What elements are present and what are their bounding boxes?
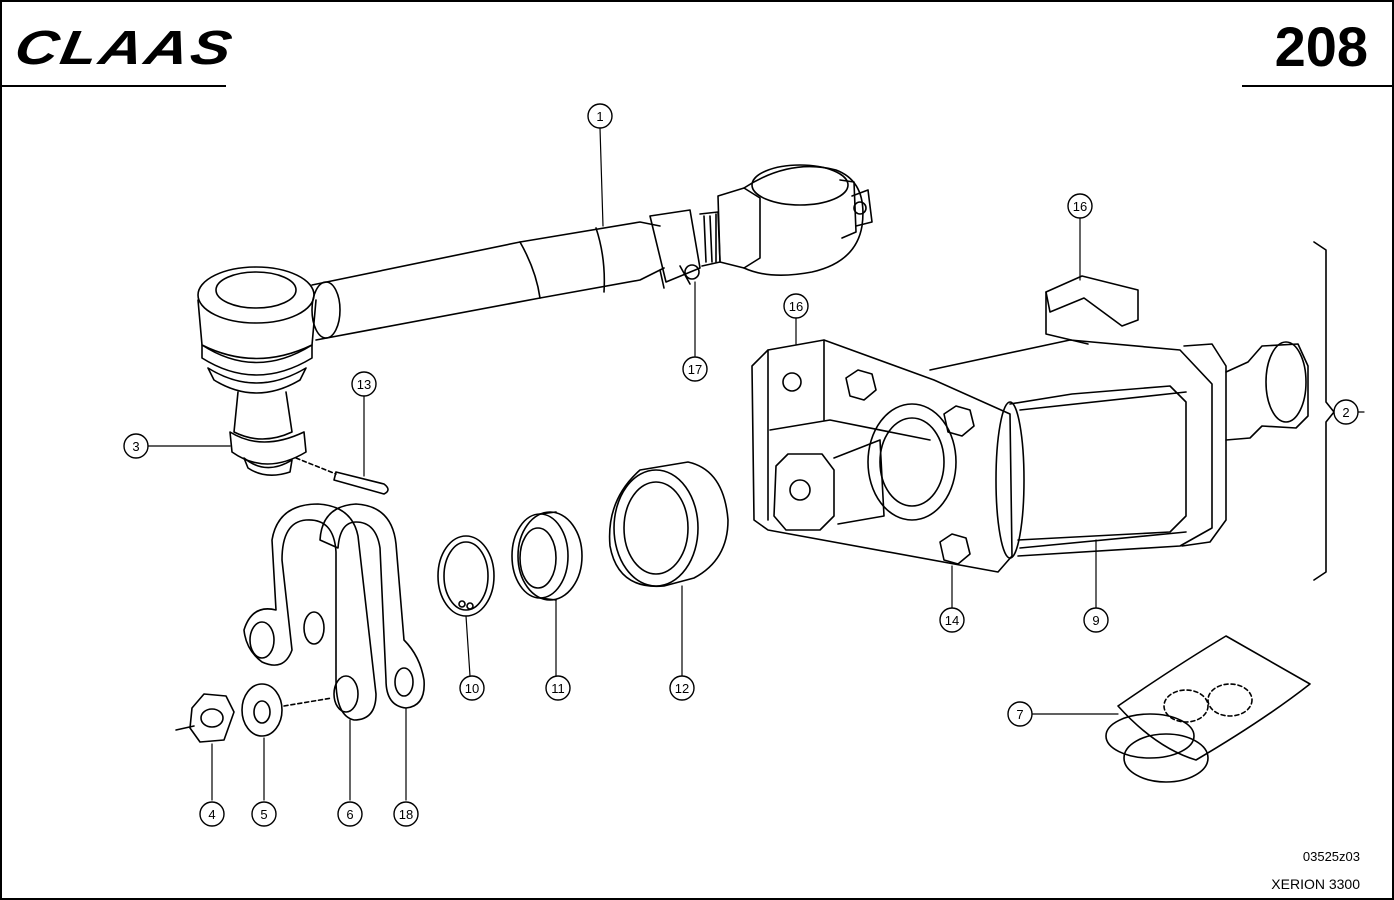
callout-1: 1 [587, 103, 613, 129]
svg-text:11: 11 [551, 681, 565, 696]
page-number: 208 [1274, 15, 1368, 78]
link-assembly-drawing [175, 503, 425, 801]
callout-9: 9 [1083, 607, 1109, 633]
assembly-brace [1313, 241, 1335, 581]
bolt-heads [845, 369, 975, 565]
callout-layer: 1 2 3 4 5 6 7 9 10 11 12 13 14 16 16 17 … [123, 103, 1359, 827]
cylinder-drawing [751, 217, 1335, 609]
drawing-code: 03525z03 [1302, 849, 1360, 864]
svg-text:2: 2 [1342, 405, 1349, 420]
bushing [608, 461, 729, 588]
castle-nut [229, 431, 307, 465]
front-bracket [751, 339, 1013, 573]
svg-text:9: 9 [1092, 613, 1099, 628]
svg-text:5: 5 [260, 807, 267, 822]
bearing-set-drawing [437, 461, 729, 677]
model-name: XERION 3300 [1271, 876, 1360, 892]
svg-text:4: 4 [208, 807, 215, 822]
callout-12: 12 [669, 675, 695, 701]
link-plate [243, 503, 377, 721]
callout-6: 6 [337, 801, 363, 827]
callout-17: 17 [682, 356, 708, 382]
ball-joint-top [197, 266, 315, 324]
callout-14: 14 [939, 607, 965, 633]
svg-text:16: 16 [789, 299, 803, 314]
split-pin-drawing [295, 395, 389, 495]
seal-kit-drawing [147, 411, 1365, 783]
clamp [649, 209, 701, 283]
callout-7: 7 [1007, 701, 1033, 727]
svg-text:3: 3 [132, 439, 139, 454]
callout-13: 13 [351, 371, 377, 397]
callout-10: 10 [459, 675, 485, 701]
svg-text:17: 17 [688, 362, 702, 377]
svg-text:16: 16 [1073, 199, 1087, 214]
callout-11: 11 [545, 675, 571, 701]
washer [241, 683, 283, 737]
svg-text:18: 18 [399, 807, 413, 822]
callout-2: 2 [1333, 399, 1359, 425]
hex-nut [189, 693, 235, 743]
tie-rod-drawing [197, 127, 873, 476]
svg-text:1: 1 [596, 109, 603, 124]
svg-text:6: 6 [346, 807, 353, 822]
leader-1 [599, 127, 604, 227]
rear-bracket [1045, 275, 1139, 327]
svg-text:14: 14 [945, 613, 959, 628]
callout-3: 3 [123, 433, 149, 459]
svg-text:7: 7 [1016, 707, 1023, 722]
link-plate-18 [319, 503, 425, 709]
svg-text:13: 13 [357, 377, 371, 392]
callout-5: 5 [251, 801, 277, 827]
callout-4: 4 [199, 801, 225, 827]
callout-16-front: 16 [783, 293, 809, 319]
brand-logo: CLAAS [11, 21, 238, 75]
circlip [437, 535, 495, 617]
svg-text:10: 10 [465, 681, 479, 696]
svg-text:12: 12 [675, 681, 689, 696]
callout-18: 18 [393, 801, 419, 827]
callout-16-rear: 16 [1067, 193, 1093, 219]
